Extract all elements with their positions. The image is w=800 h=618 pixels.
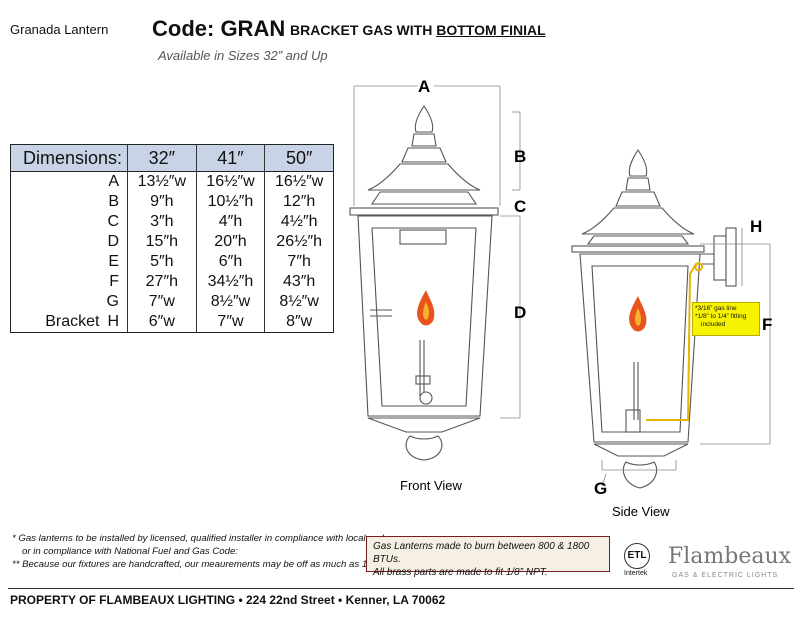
table-cell: 6″w: [127, 312, 197, 333]
btu-note-box: Gas Lanterns made to burn between 800 & …: [366, 536, 610, 578]
dim-label-g: G: [594, 479, 607, 498]
callout-line: *1/8” to 1/4” fitting: [695, 313, 747, 320]
dim-label-d: D: [514, 303, 526, 322]
note-line: * Gas lanterns to be installed by licens…: [12, 533, 397, 544]
dim-label-b: B: [514, 147, 526, 166]
row-label: F: [109, 273, 119, 290]
dim-label-h: H: [750, 217, 762, 236]
callout-line: included: [701, 321, 726, 328]
table-cell: 9″h: [127, 192, 197, 212]
logo-tagline: GAS & ELECTRIC LIGHTS: [672, 572, 779, 579]
row-label: Bracket H: [11, 312, 128, 333]
row-label: B: [108, 193, 119, 210]
flambeaux-logo: Flambeaux: [668, 544, 792, 569]
gas-line: [646, 261, 704, 421]
gas-line-callout: *3/16” gas line *1/8” to 1/4” fitting in…: [692, 302, 760, 336]
dim-label-a: A: [418, 77, 430, 96]
table-cell: 16½″w: [195, 171, 265, 192]
btu-line: All brass parts are made to fit 1/8” NPT…: [373, 567, 548, 578]
table-cell: 7″w: [127, 292, 197, 312]
table-cell: 7″w: [195, 312, 265, 333]
lantern-name: Granada Lantern: [10, 22, 109, 37]
table-header-row: Dimensions: 32″ 41″ 50″: [10, 144, 334, 172]
table-cell: 20″h: [195, 232, 265, 252]
dim-label-f: F: [762, 315, 772, 334]
description-text: BRACKET GAS WITH: [290, 22, 437, 38]
row-label: G: [106, 293, 119, 310]
footer-divider: [8, 588, 794, 589]
table-corner-label: Dimensions:: [10, 144, 128, 172]
front-dimension-lines: [353, 85, 521, 419]
table-cell: 4″h: [195, 212, 265, 232]
table-cell: 15″h: [127, 232, 197, 252]
table-cell: 10½″h: [195, 192, 265, 212]
bracket-label: Bracket: [45, 313, 100, 330]
btu-line: Gas Lanterns made to burn between 800 & …: [373, 541, 590, 565]
table-cell: 16½″w: [264, 171, 334, 192]
col-header-size: 50″: [264, 144, 334, 172]
front-view-label: Front View: [400, 478, 463, 493]
row-label: E: [108, 253, 119, 270]
side-view-lantern: [571, 149, 737, 489]
intertek-label: Intertek: [624, 570, 648, 577]
table-cell: 43″h: [264, 272, 334, 292]
product-code: Code: GRAN: [152, 16, 286, 41]
table-cell: 27″h: [127, 272, 197, 292]
table-cell: 26½″h: [264, 232, 334, 252]
row-label: A: [108, 173, 119, 190]
table-cell: 6″h: [195, 252, 265, 272]
available-sizes: Available in Sizes 32” and Up: [158, 48, 328, 63]
table-cell: 13½″w: [127, 171, 197, 192]
row-label: D: [107, 233, 119, 250]
table-cell: 34½″h: [195, 272, 265, 292]
product-description: BRACKET GAS WITH BOTTOM FINIAL: [290, 22, 546, 38]
callout-line: *3/16” gas line: [695, 305, 737, 312]
table-cell: 8½″w: [264, 292, 334, 312]
side-dimension-lines: [601, 228, 771, 487]
footer-address: PROPERTY OF FLAMBEAUX LIGHTING • 224 22n…: [10, 593, 446, 607]
note-line: ** Because our fixtures are handcrafted,…: [12, 559, 374, 570]
side-view-label: Side View: [612, 504, 670, 519]
note-line: or in compliance with National Fuel and …: [22, 546, 238, 557]
row-letter: H: [107, 313, 119, 330]
table-cell: 8½″w: [195, 292, 265, 312]
col-header-size: 32″: [127, 144, 197, 172]
table-cell: 3″h: [127, 212, 197, 232]
etl-certification-icon: ETL: [624, 543, 650, 569]
table-cell: 5″h: [127, 252, 197, 272]
front-view-lantern: [349, 105, 499, 461]
row-label: C: [107, 213, 119, 230]
installation-notes: * Gas lanterns to be installed by licens…: [12, 532, 397, 571]
description-underlined: BOTTOM FINIAL: [436, 22, 546, 38]
table-cell: 8″w: [264, 312, 334, 333]
col-header-size: 41″: [195, 144, 265, 172]
dim-label-c: C: [514, 197, 526, 216]
table-cell: 12″h: [264, 192, 334, 212]
table-cell: 7″h: [264, 252, 334, 272]
table-cell: 4½″h: [264, 212, 334, 232]
